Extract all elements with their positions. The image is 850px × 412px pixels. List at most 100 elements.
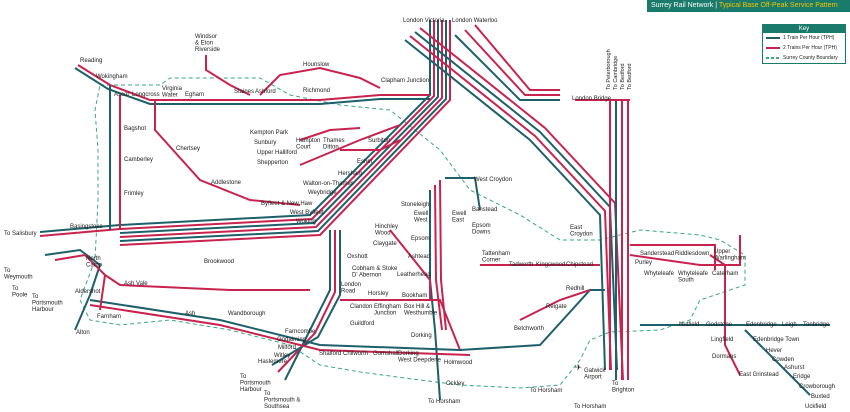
reading-line bbox=[74, 55, 430, 230]
label-aldershot: Aldershot bbox=[75, 289, 101, 295]
title-separator: | bbox=[715, 2, 718, 9]
label-weybridge: Weybridge bbox=[308, 190, 337, 196]
label-wokingham: Wokingham bbox=[96, 74, 128, 80]
label-box-hill: Box Hill &Westhumble bbox=[404, 304, 438, 317]
sw-main-line bbox=[39, 20, 451, 246]
brighton-main-line bbox=[575, 99, 630, 380]
label-farncombe: Farncombe bbox=[285, 329, 316, 335]
label-epsom: Epsom bbox=[411, 236, 430, 242]
label-oxshott: Oxshott bbox=[347, 254, 368, 260]
key-label-2tph: 2 Trains Per Hour (TPH) bbox=[783, 45, 837, 51]
label-tonbridge: Tonbridge bbox=[803, 322, 830, 328]
east-surrey-lines bbox=[480, 235, 830, 396]
label-ascot: Ascot bbox=[114, 92, 129, 98]
label-haslemere: Haslemere bbox=[258, 359, 288, 365]
label-egham: Egham bbox=[185, 92, 204, 98]
key-title: Key bbox=[763, 25, 845, 33]
key-row-1tph: 1 Train Per Hour (TPH) bbox=[763, 33, 845, 43]
label-milford: Milford bbox=[278, 345, 296, 351]
label-to-horsham-3: To Horsham bbox=[574, 404, 606, 410]
label-addlestone: Addlestone bbox=[211, 180, 242, 186]
boundary-swatch bbox=[766, 57, 780, 59]
map-subtitle: Typical Base Off-Peak Service Pattern bbox=[718, 2, 838, 9]
key-label-boundary: Surrey County Boundary bbox=[783, 55, 838, 61]
label-basingstoke: Basingstoke bbox=[70, 224, 103, 230]
label-ashford: Ashford bbox=[255, 89, 276, 95]
map-header: Surrey Rail Network | Typical Base Off-P… bbox=[647, 0, 850, 12]
label-chipstead: Chipstead bbox=[566, 262, 593, 268]
label-claygate: Claygate bbox=[373, 241, 397, 247]
two-tph-swatch bbox=[766, 47, 780, 49]
label-east-grinstead: East Grinstead bbox=[739, 372, 779, 378]
airport-icon: ✈ bbox=[575, 363, 582, 372]
label-banstead: Banstead bbox=[472, 207, 497, 213]
label-bagshot: Bagshot bbox=[124, 126, 146, 132]
label-witley: Witley bbox=[274, 353, 290, 359]
label-shepperton: Shepperton bbox=[257, 160, 288, 166]
label-leatherhead: Leatherhead bbox=[397, 272, 431, 278]
label-chilworth: Chilworth bbox=[343, 351, 368, 357]
label-hever: Hever bbox=[766, 348, 782, 354]
label-london-bridge: London Bridge bbox=[572, 96, 612, 102]
label-dorking: Dorking bbox=[411, 333, 432, 339]
label-crowborough: Crowborough bbox=[799, 384, 835, 390]
victoria-routes bbox=[404, 24, 624, 381]
label-farnham: Farnham bbox=[97, 314, 121, 320]
label-woking: Woking bbox=[296, 219, 316, 225]
label-gomshall: Gomshall bbox=[373, 351, 398, 357]
label-to-horsham-2: To Horsham bbox=[530, 388, 562, 394]
map-key: Key 1 Train Per Hour (TPH) 2 Trains Per … bbox=[762, 24, 846, 64]
label-alton: Alton bbox=[76, 330, 90, 336]
label-surbiton: Surbiton bbox=[368, 138, 390, 144]
key-row-2tph: 2 Trains Per Hour (TPH) bbox=[763, 43, 845, 53]
label-longcross: Longcross bbox=[132, 92, 160, 98]
label-sanderstead: Sanderstead bbox=[640, 251, 674, 257]
label-godstone: Godstone bbox=[706, 322, 733, 328]
label-tadworth: Tadworth bbox=[509, 262, 533, 268]
key-row-boundary: Surrey County Boundary bbox=[763, 53, 845, 63]
label-hersham: Hersham bbox=[338, 171, 362, 177]
label-edenbridge-town: Edenbridge Town bbox=[753, 337, 799, 343]
label-richmond: Richmond bbox=[303, 88, 330, 94]
label-sunbury: Sunbury bbox=[254, 140, 276, 146]
label-staines: Staines bbox=[234, 89, 254, 95]
north-downs-line-2 bbox=[89, 304, 471, 356]
label-to-horsham-1: To Horsham bbox=[428, 399, 460, 405]
label-to-bedford-2: To Bedford bbox=[627, 63, 633, 90]
label-leigh: Leigh bbox=[782, 322, 797, 328]
label-hounslow: Hounslow bbox=[303, 62, 330, 68]
reigate-branch bbox=[519, 289, 591, 321]
label-brookwood: Brookwood bbox=[204, 259, 234, 265]
label-horsley: Horsley bbox=[368, 291, 388, 297]
map-title: Surrey Rail Network bbox=[651, 2, 714, 9]
label-redhill: Redhill bbox=[566, 286, 584, 292]
label-buxted: Buxted bbox=[811, 394, 830, 400]
portsmouth-line bbox=[271, 230, 341, 381]
label-reigate: Reigate bbox=[546, 304, 567, 310]
key-label-1tph: 1 Train Per Hour (TPH) bbox=[783, 35, 835, 41]
label-frimley: Frimley bbox=[124, 191, 144, 197]
label-dormans: Dormans bbox=[712, 354, 736, 360]
label-guildford: Guildford bbox=[350, 321, 374, 327]
label-esher: Esher bbox=[357, 159, 373, 165]
chertsey-line bbox=[154, 100, 301, 206]
mole-valley-lines bbox=[340, 177, 481, 401]
label-shalford: Shalford bbox=[319, 351, 341, 357]
label-ashurst: Ashurst bbox=[784, 365, 805, 371]
label-walton: Walton-on-Thames bbox=[303, 181, 354, 187]
label-clapham-junction: Clapham Junction bbox=[381, 78, 429, 84]
